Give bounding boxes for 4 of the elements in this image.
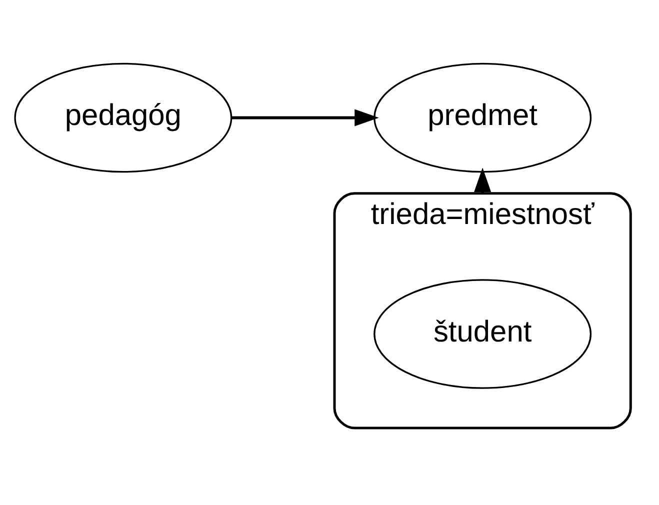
node-ellipse: študent bbox=[374, 279, 592, 389]
arrow bbox=[232, 109, 379, 126]
node-ellipse: predmet bbox=[374, 62, 592, 173]
node-ellipse: pedagóg bbox=[14, 62, 232, 173]
